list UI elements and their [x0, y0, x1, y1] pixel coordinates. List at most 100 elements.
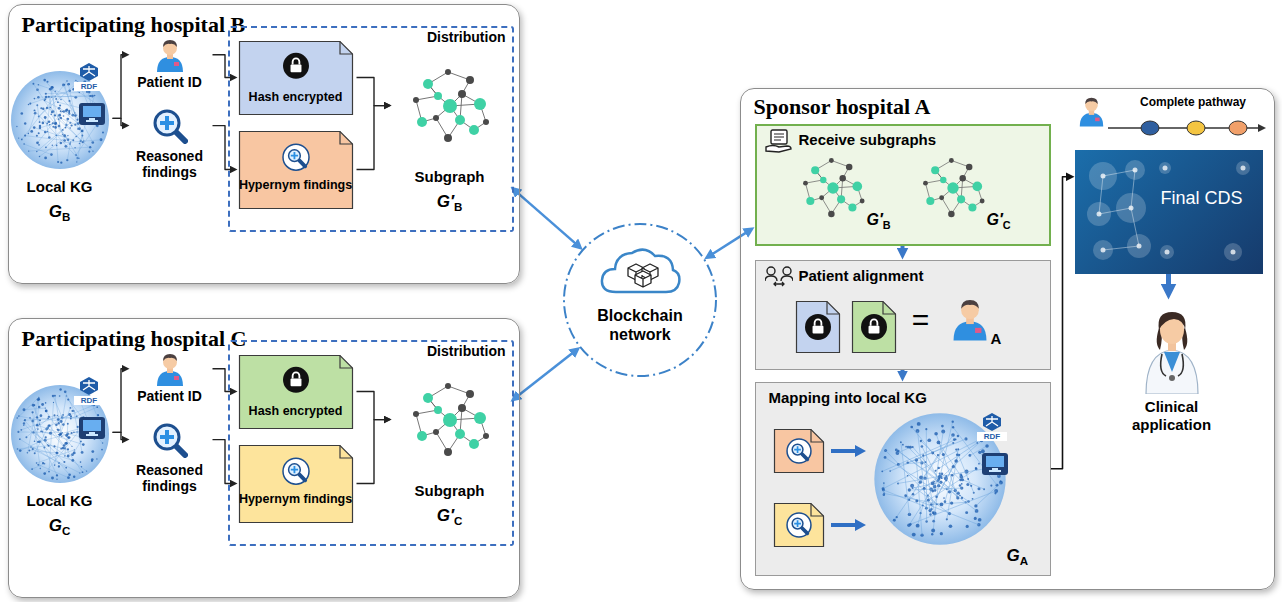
node-box: Receive subgraphsG′BG′C [755, 124, 1051, 246]
panel-box: Sponsor hospital AReceive subgraphsG′BG′… [740, 88, 1275, 590]
node-text: Hash encrypted [238, 90, 354, 105]
distribution-group: DistributionHash encryptedHypernym findi… [228, 340, 514, 546]
node-text: Local KG [10, 492, 110, 510]
node-box: Hypernym findings [238, 444, 357, 524]
node-text: Patient ID [130, 388, 210, 405]
hand-icon [765, 129, 793, 153]
net-icon [919, 154, 987, 222]
node-box: SubgraphG′B [392, 50, 511, 220]
person-drawing [155, 352, 185, 386]
node-text: A [991, 330, 1013, 348]
arr-icon [831, 518, 867, 532]
doc-drawing [238, 130, 354, 210]
cds-icon [1073, 148, 1261, 272]
mon-icon [981, 452, 1009, 476]
rdf-icon [76, 376, 102, 396]
doctor-icon [1142, 302, 1202, 394]
person-icon [155, 352, 185, 386]
doc-drawing [773, 502, 825, 548]
math-symbol: G′B [867, 210, 911, 229]
symbol-subscript: B [62, 211, 70, 223]
mon-drawing [78, 416, 106, 440]
node-text: Subgraph [392, 168, 508, 186]
doc-icon [238, 130, 354, 210]
node-box: Patient ID [130, 352, 213, 418]
node-text: Subgraph [392, 482, 508, 500]
symbol-main: G′ [987, 211, 1003, 228]
net-icon [408, 64, 492, 148]
rdf-icon [76, 62, 102, 82]
hand-drawing [765, 129, 793, 153]
doc-drawing [238, 354, 354, 430]
arr-icon [831, 444, 867, 458]
node-text: Receive subgraphs [799, 131, 1039, 149]
connector-arrow [113, 55, 123, 119]
symbol-subscript: C [62, 525, 70, 537]
node-text: Patient alignment [799, 267, 1039, 285]
panel-title: Sponsor hospital A [754, 94, 1054, 120]
rdf-drawing [979, 412, 1005, 432]
node-box: Patient ID [130, 38, 213, 104]
doc-drawing [238, 40, 354, 116]
symbol-subscript: C [1003, 219, 1011, 231]
rdf-icon [979, 412, 1005, 432]
node-box: Reasoned findings [130, 108, 213, 194]
net-drawing [799, 154, 867, 222]
node-box: Hash encrypted [238, 40, 357, 116]
connector-arrow [713, 233, 747, 254]
doc-icon [773, 502, 825, 548]
symbol-main: G′ [437, 192, 454, 211]
arr-drawing [831, 444, 867, 458]
node-text: Distribution [368, 29, 506, 46]
symbol-main: G [49, 516, 62, 535]
node-text: Distribution [368, 343, 506, 360]
doc-drawing [795, 300, 841, 354]
node-text: Local KG [10, 178, 110, 196]
node-box: SubgraphG′C [392, 364, 511, 534]
connector-arrow [901, 246, 905, 249]
panel-title: Participating hospital B [22, 12, 362, 38]
node-box: Clinical application [1102, 300, 1242, 450]
mon-drawing [981, 452, 1009, 476]
distribution-group: DistributionHash encryptedHypernym findi… [228, 26, 514, 232]
symbol-main: G [49, 202, 62, 221]
doc-icon [773, 428, 825, 474]
arr-drawing [831, 518, 867, 532]
net-icon [408, 378, 492, 462]
net-drawing [919, 154, 987, 222]
symbol-main: G′ [437, 506, 454, 525]
doc-icon [238, 354, 354, 430]
panel-box: Participating hospital BLocal KGGBPatien… [8, 4, 520, 284]
node-text: Blockchain network [572, 306, 708, 344]
node-text: Clinical application [1117, 398, 1227, 434]
panel-title: Participating hospital C [22, 326, 362, 352]
doc-icon [238, 40, 354, 116]
node-box: Hash encrypted [238, 354, 357, 430]
node-text: Hash encrypted [238, 404, 354, 419]
node-box: Final CDS [1075, 150, 1263, 274]
doc-drawing [773, 428, 825, 474]
mon-drawing [78, 102, 106, 126]
pathway-label: Complete pathway [1140, 96, 1270, 110]
net-drawing [408, 64, 492, 148]
symbol-main: G′ [867, 211, 883, 228]
symbol-subscript: B [454, 201, 462, 213]
math-symbol: G′C [987, 210, 1031, 229]
node-text: Reasoned findings [130, 148, 210, 182]
connector-arrow [113, 432, 123, 439]
math-symbol: GC [10, 516, 110, 536]
node-box: Reasoned findings [130, 422, 213, 508]
net-drawing [408, 378, 492, 462]
node-text: Mapping into local KG [769, 389, 969, 407]
node-text: Hypernym findings [238, 178, 354, 193]
mag-icon [152, 422, 188, 458]
node-text: Reasoned findings [130, 462, 210, 496]
network-circle: Blockchain network [562, 222, 718, 378]
connector-arrow [1051, 177, 1067, 469]
connector-arrow [357, 78, 385, 106]
doc-drawing [851, 300, 897, 354]
connector-arrow [357, 392, 385, 420]
node-box: Patient alignment=A [755, 260, 1051, 370]
symbol-main: G [1007, 546, 1020, 565]
connector-arrow [357, 106, 385, 170]
